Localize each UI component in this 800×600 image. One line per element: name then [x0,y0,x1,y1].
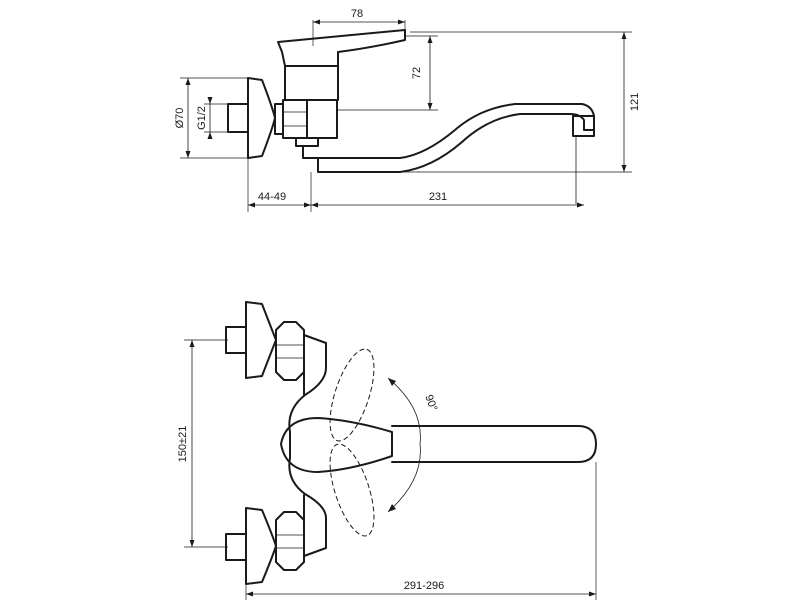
spout-side [302,103,595,173]
aerator [572,115,595,137]
dim-thread: G1/2 [196,106,208,130]
side-view-dimensions: 78 72 121 Ø70 G1/2 44-49 [174,8,641,212]
dim-spout-reach: 231 [429,191,447,203]
connector [274,103,284,135]
lower-rosette [245,507,277,585]
dim-inlet-spacing: 150±21 [177,426,189,463]
lever-handle-top [280,417,393,473]
swivel-position-lower [329,443,375,537]
upper-inlet-stub [225,326,247,354]
dim-rosette-diameter: Ø70 [174,108,186,129]
upper-nut [275,321,305,381]
lower-inlet-stub [225,533,247,561]
lower-nut [275,511,305,571]
dim-swivel-angle: 90° [422,393,439,413]
dim-overall-width: 291-296 [404,580,444,592]
dim-wall-offset: 44-49 [258,191,286,203]
swivel-arc [387,377,421,513]
dim-total-height: 121 [629,93,641,111]
spout-base [295,137,319,147]
upper-rosette [245,301,277,379]
dim-handle-height: 72 [411,67,423,79]
cartridge-column [284,65,339,101]
dim-handle-width: 78 [351,8,363,20]
top-view-dimensions: 150±21 291-296 [177,339,597,600]
nut-side [282,99,308,139]
lever-handle-side [277,29,406,67]
inlet-stub [227,103,249,133]
mixer-body-top [288,334,327,557]
top-view: 90° [225,301,597,585]
side-view [227,29,595,204]
rosette-side [247,77,276,159]
swivel-position-upper [329,348,375,442]
spout-top [391,425,597,463]
valve-body-side [306,99,338,139]
